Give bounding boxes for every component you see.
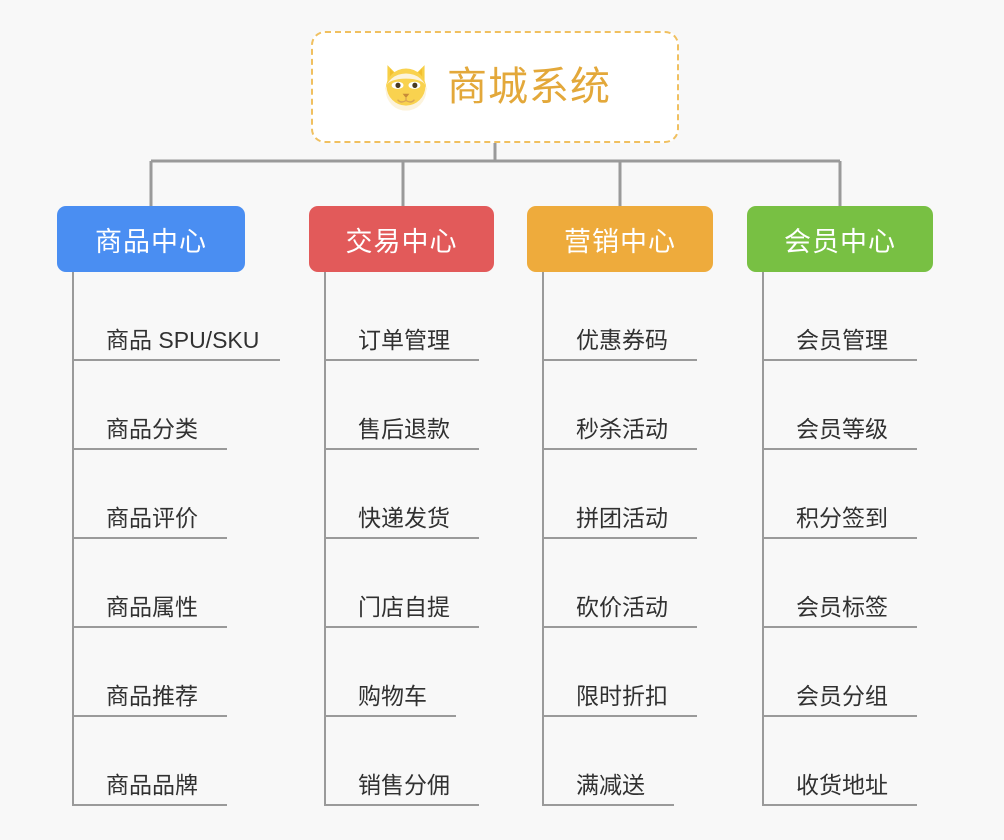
leaf-underline	[324, 626, 479, 628]
leaf-item[interactable]: 会员等级	[762, 361, 917, 450]
leaf-item[interactable]: 商品属性	[72, 539, 259, 628]
leaf-underline	[72, 804, 227, 806]
leaf-label: 商品 SPU/SKU	[106, 327, 260, 353]
leaf-label: 商品品牌	[106, 772, 198, 798]
leaf-underline	[762, 359, 917, 361]
category-label: 会员中心	[784, 226, 896, 257]
leaf-item[interactable]: 门店自提	[324, 539, 479, 628]
leaf-item[interactable]: 满减送	[542, 717, 674, 806]
category-label: 交易中心	[345, 226, 458, 257]
leaf-item[interactable]: 购物车	[324, 628, 456, 717]
leaf-label: 商品推荐	[106, 683, 198, 709]
leaf-item[interactable]: 秒杀活动	[542, 361, 697, 450]
leaf-label: 商品评价	[106, 505, 198, 531]
leaf-item[interactable]: 商品评价	[72, 450, 259, 539]
category-box-2[interactable]: 交易中心	[309, 206, 494, 272]
leaf-underline	[762, 715, 917, 717]
category-label: 营销中心	[564, 226, 676, 257]
leaf-item[interactable]: 商品分类	[72, 361, 259, 450]
leaf-item[interactable]: 商品推荐	[72, 628, 259, 717]
leaf-label: 会员标签	[796, 594, 888, 620]
leaf-underline	[762, 626, 917, 628]
leaf-label: 会员管理	[796, 327, 888, 353]
leaf-underline	[542, 537, 697, 539]
leaf-label: 收货地址	[796, 772, 888, 798]
leaf-item[interactable]: 拼团活动	[542, 450, 697, 539]
leaf-label: 会员分组	[796, 683, 888, 709]
leaf-label: 优惠券码	[576, 327, 668, 353]
leaf-underline	[324, 537, 479, 539]
leaf-label: 秒杀活动	[576, 416, 668, 442]
leaf-underline	[542, 804, 674, 806]
column-spine	[324, 272, 326, 806]
category-box-4[interactable]: 会员中心	[747, 206, 933, 272]
leaf-column-1: 商品 SPU/SKU 商品分类商品评价商品属性商品推荐商品品牌	[72, 272, 280, 806]
category-box-3[interactable]: 营销中心	[527, 206, 713, 272]
leaf-label: 售后退款	[358, 416, 450, 442]
leaf-label: 限时折扣	[576, 683, 668, 709]
leaf-label: 满减送	[576, 772, 645, 798]
leaf-item[interactable]: 优惠券码	[542, 272, 697, 361]
leaf-underline	[72, 448, 227, 450]
column-spine	[542, 272, 544, 806]
leaf-underline	[542, 715, 697, 717]
leaf-label: 商品分类	[106, 416, 198, 442]
leaf-item[interactable]: 积分签到	[762, 450, 917, 539]
leaf-item[interactable]: 快递发货	[324, 450, 479, 539]
leaf-underline	[324, 448, 479, 450]
leaf-item[interactable]: 收货地址	[762, 717, 917, 806]
leaf-underline	[72, 537, 227, 539]
leaf-underline	[762, 804, 917, 806]
leaf-item[interactable]: 砍价活动	[542, 539, 697, 628]
leaf-item[interactable]: 销售分佣	[324, 717, 479, 806]
category-label: 商品中心	[95, 226, 207, 257]
leaf-underline	[72, 715, 227, 717]
leaf-item[interactable]: 会员分组	[762, 628, 917, 717]
leaf-item[interactable]: 订单管理	[324, 272, 479, 361]
leaf-underline	[324, 359, 479, 361]
category-box-1[interactable]: 商品中心	[57, 206, 245, 272]
leaf-label: 砍价活动	[576, 594, 668, 620]
leaf-column-3: 优惠券码秒杀活动拼团活动砍价活动限时折扣满减送	[542, 272, 697, 806]
leaf-item[interactable]: 售后退款	[324, 361, 479, 450]
leaf-label: 门店自提	[358, 594, 450, 620]
leaf-label: 购物车	[358, 683, 427, 709]
leaf-column-4: 会员管理会员等级积分签到会员标签会员分组收货地址	[762, 272, 917, 806]
leaf-underline	[324, 715, 456, 717]
leaf-label: 销售分佣	[358, 772, 450, 798]
leaf-item[interactable]: 限时折扣	[542, 628, 697, 717]
leaf-column-2: 订单管理售后退款快递发货门店自提购物车销售分佣	[324, 272, 479, 806]
root-node[interactable]: 商城系统	[311, 31, 679, 143]
leaf-label: 会员等级	[796, 416, 888, 442]
leaf-underline	[762, 448, 917, 450]
leaf-underline	[762, 537, 917, 539]
leaf-item[interactable]: 会员管理	[762, 272, 917, 361]
leaf-underline	[542, 359, 697, 361]
leaf-item[interactable]: 商品 SPU/SKU	[72, 272, 280, 361]
column-spine	[72, 272, 74, 806]
column-spine	[762, 272, 764, 806]
leaf-underline	[72, 359, 280, 361]
leaf-label: 订单管理	[358, 327, 450, 353]
leaf-underline	[72, 626, 227, 628]
leaf-item[interactable]: 会员标签	[762, 539, 917, 628]
leaf-underline	[324, 804, 479, 806]
leaf-label: 商品属性	[106, 594, 198, 620]
leaf-label: 拼团活动	[576, 505, 668, 531]
root-title: 商城系统	[447, 65, 611, 109]
leaf-underline	[542, 626, 697, 628]
leaf-label: 积分签到	[796, 505, 888, 531]
leaf-underline	[542, 448, 697, 450]
shiba-dog-face-icon	[385, 65, 427, 111]
leaf-item[interactable]: 商品品牌	[72, 717, 259, 806]
leaf-label: 快递发货	[358, 505, 450, 531]
